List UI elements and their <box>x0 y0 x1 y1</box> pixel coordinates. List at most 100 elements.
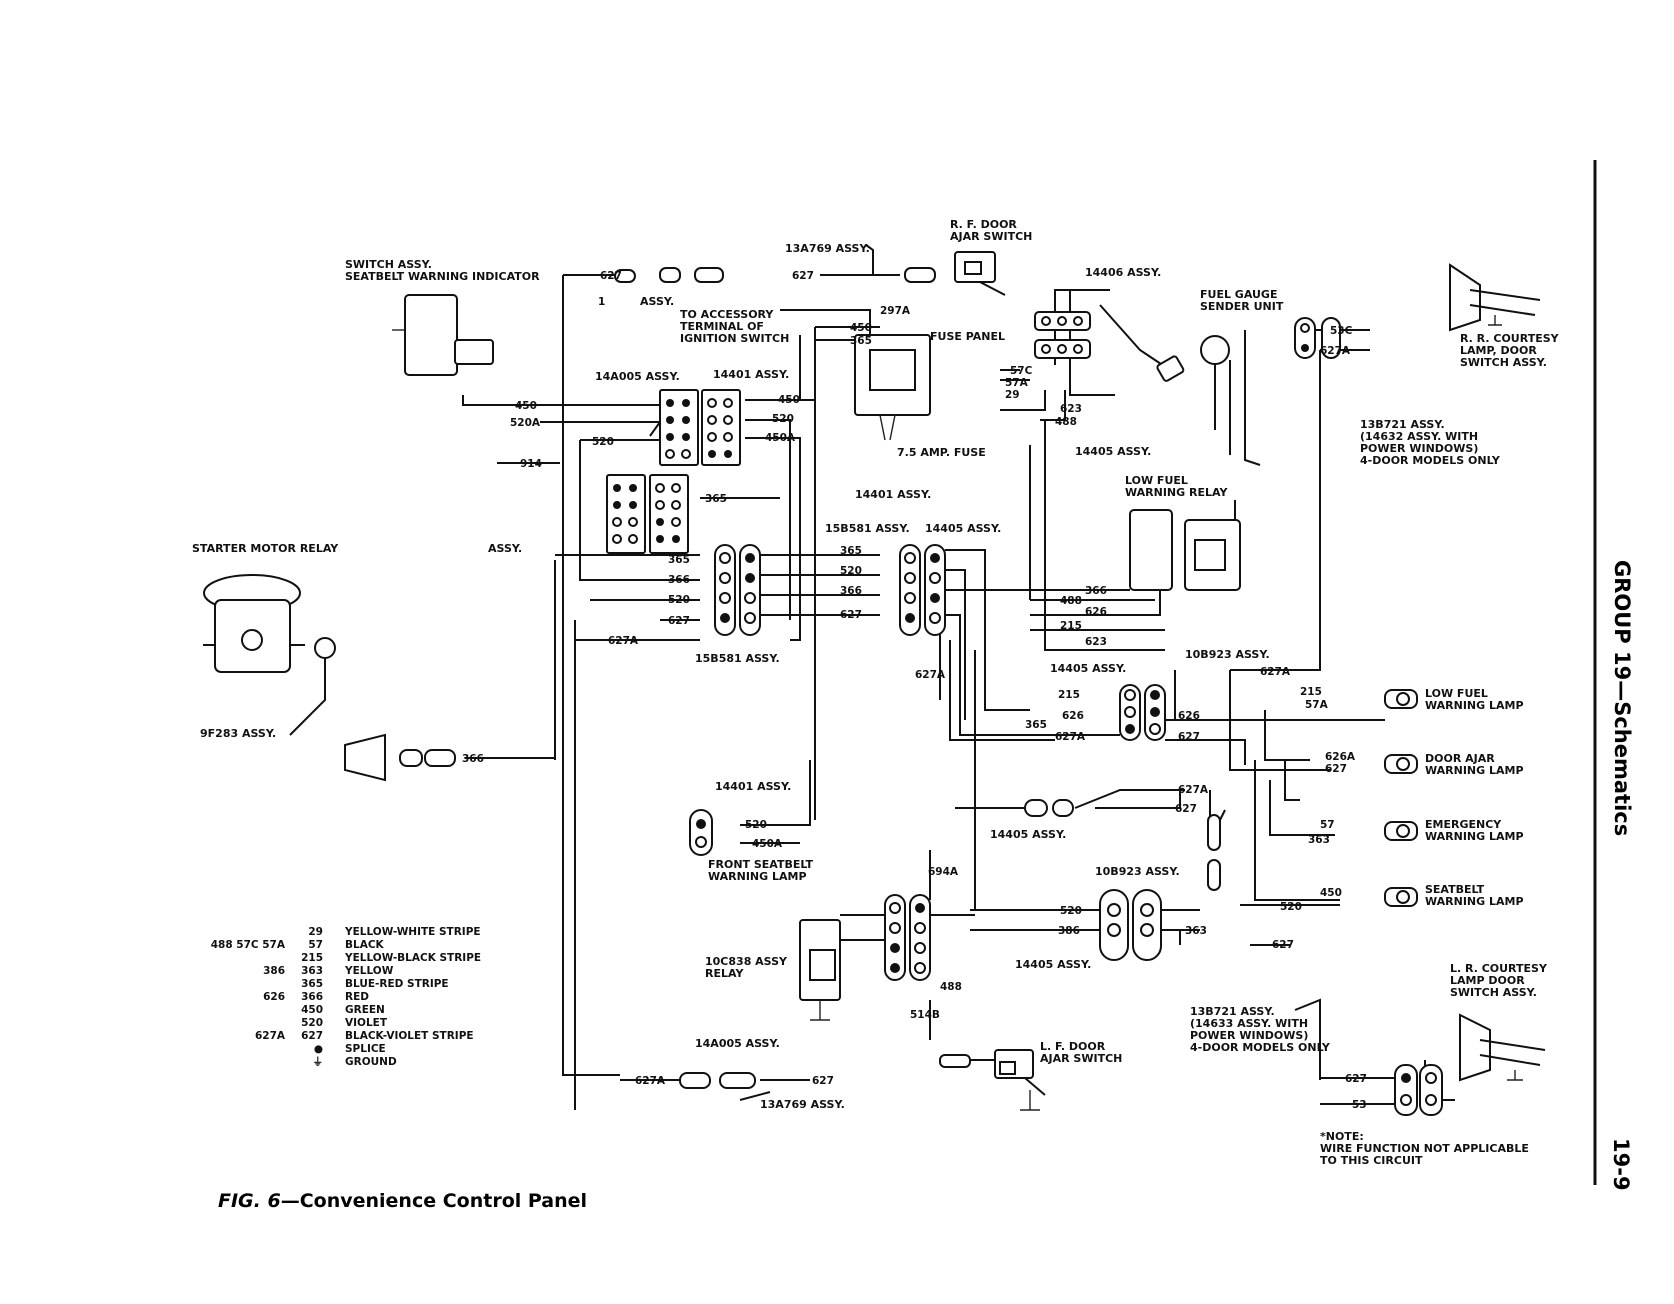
wire-450a-fs: 450A <box>752 838 783 850</box>
14406-connector <box>1034 311 1091 359</box>
connector-10b923-b <box>1099 889 1162 961</box>
connector-9f283 <box>344 733 456 782</box>
wire-366-c2: 366 <box>840 585 862 597</box>
wire-488-rel: 488 <box>940 981 962 993</box>
wire-57c: 57C <box>1010 365 1033 377</box>
connector-14405-c <box>1024 799 1221 891</box>
wire-215-r: 215 <box>1060 620 1082 632</box>
wire-626-b2: 626 <box>1178 710 1200 722</box>
wire-297a: 297A <box>880 305 911 317</box>
wire-520-c1: 520 <box>668 594 690 606</box>
legend-code: 627 <box>301 1030 323 1042</box>
legend-color: BLUE-RED STRIPE <box>345 978 449 990</box>
wire-520-10b: 520 <box>1060 905 1082 917</box>
legend-code: 450 <box>301 1004 323 1016</box>
legend-code: 215 <box>301 952 323 964</box>
top-connector <box>614 267 724 283</box>
wire-627a-m: 627A <box>1178 784 1209 796</box>
low-fuel-relay <box>1129 500 1241 591</box>
lr-courtesy-switch <box>1394 1013 1546 1116</box>
starter-motor-relay <box>203 574 336 673</box>
wire-450a-r: 450A <box>765 432 796 444</box>
wire-520-fs: 520 <box>745 819 767 831</box>
legend-code: 29 <box>308 926 323 938</box>
rr-connector <box>1294 317 1341 359</box>
wire-1: 1 <box>598 296 605 308</box>
lf-door-switch <box>939 1049 1046 1111</box>
legend-color: BLACK-VIOLET STRIPE <box>345 1030 474 1042</box>
wire-520-r: 520 <box>772 413 794 425</box>
legend-code: 520 <box>301 1017 323 1029</box>
wire-450-fp: 450 <box>850 322 872 334</box>
figure-number: FIG. 6 <box>218 1190 281 1212</box>
seatbelt-switch-label: SWITCH ASSY.SEATBELT WARNING INDICATOR <box>345 258 540 283</box>
wire-694a: 694A <box>928 866 959 878</box>
front-seatbelt-lamp <box>689 809 713 856</box>
10b923-b-label: 10B923 ASSY. <box>1095 865 1180 878</box>
legend-color: GREEN <box>345 1004 385 1016</box>
connector-15b581-b <box>899 544 946 636</box>
legend-color: GROUND <box>345 1056 397 1068</box>
page-number: 19-9 <box>1609 1138 1633 1191</box>
rf-connector-assy-label: 13A769 ASSY. <box>785 242 870 255</box>
legend-alt: 386 <box>263 965 285 977</box>
wire-623-r: 623 <box>1085 636 1107 648</box>
seatbelt-indicator-switch <box>392 294 494 376</box>
wire-627-lr: 627 <box>1345 1073 1367 1085</box>
legend-color: VIOLET <box>345 1017 388 1029</box>
wire-57a: 57A <box>1005 377 1029 389</box>
wire-520-l: 520 <box>592 436 614 448</box>
legend-color: SPLICE <box>345 1043 386 1055</box>
wire-215-l: 215 <box>1300 686 1322 698</box>
wire-number-labels: 627 627 1 297A 450 365 57C 57A 29 623 48… <box>462 270 1367 1111</box>
wire-627-l: 627 <box>1325 763 1347 775</box>
wire-53c: 53C <box>1330 325 1353 337</box>
wire-627-b2: 627 <box>1178 731 1200 743</box>
wire-365-c2: 365 <box>840 545 862 557</box>
wire-627-l2: 627 <box>1272 939 1294 951</box>
wire-626-r: 626 <box>1085 606 1107 618</box>
wire-386-10b: 386 <box>1058 925 1080 937</box>
wire-627a-c1: 627A <box>608 635 639 647</box>
legend-code: 366 <box>301 991 323 1003</box>
connector-15b581-a <box>714 544 761 636</box>
warning-lamp-door-ajar <box>1384 754 1418 774</box>
wire-627-top2: 627 <box>792 270 814 282</box>
junction-block-mid <box>606 474 689 554</box>
wire-57a-l: 57A <box>1305 699 1329 711</box>
wire-514b: 514B <box>910 1009 940 1021</box>
wire-450-r: 450 <box>778 394 800 406</box>
14406-assy-label: 14406 ASSY. <box>1085 266 1161 279</box>
legend-code: 363 <box>301 965 323 977</box>
14405-d-label: 14405 ASSY. <box>990 828 1066 841</box>
rr-courtesy-switch <box>1449 263 1541 332</box>
wire-29: 29 <box>1005 389 1020 401</box>
figure-caption: FIG. 6—Convenience Control Panel <box>218 1190 587 1212</box>
14401-low-label: 14401 ASSY. <box>715 780 791 793</box>
wire-366-start: 366 <box>462 753 484 765</box>
wire-365-fp: 365 <box>850 335 872 347</box>
wire-network <box>289 244 1455 1110</box>
legend-code: ● <box>314 1043 323 1055</box>
13a769-bottom-label: 13A769 ASSY. <box>760 1098 845 1111</box>
legend-code: 57 <box>308 939 323 951</box>
wire-363-l: 363 <box>1308 834 1330 846</box>
14a005-bottom-label: 14A005 ASSY. <box>695 1037 780 1050</box>
warning-lamp-emergency <box>1384 821 1418 841</box>
wire-626a-l: 626A <box>1325 751 1356 763</box>
wire-363-10b: 363 <box>1185 925 1207 937</box>
wire-57-l: 57 <box>1320 819 1335 831</box>
wire-627a-c2: 627A <box>915 669 946 681</box>
